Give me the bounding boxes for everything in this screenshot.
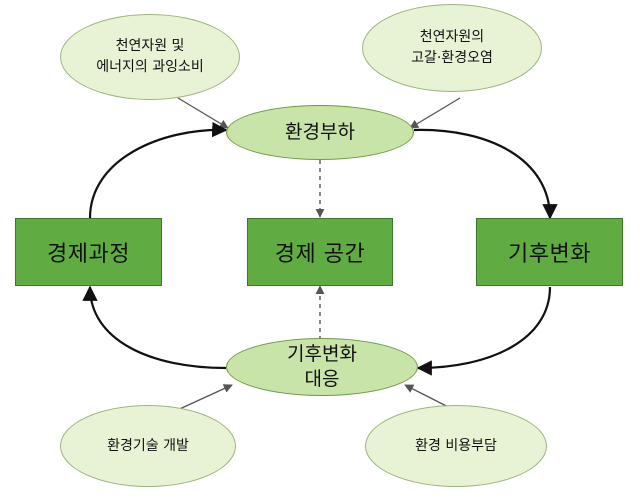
- tech-development-label: 환경기술 개발: [107, 437, 189, 454]
- cycle-arrow-response-to-economy: [82, 285, 227, 370]
- depletion-line-1: 천연자원의: [419, 29, 485, 45]
- arrow-overconsumption-to-load: [177, 97, 229, 129]
- economic-space-label: 경제 공간: [274, 242, 366, 267]
- climate-response-ellipse: 기후변화 대응: [226, 338, 418, 396]
- economic-space-box: 경제 공간: [247, 218, 393, 286]
- climate-response-line-2: 대응: [304, 368, 340, 390]
- environmental-load-label: 환경부하: [285, 121, 355, 143]
- climate-change-label: 기후변화: [508, 242, 591, 267]
- cost-burden-ellipse: 환경 비용부담: [365, 405, 547, 487]
- climate-response-line-1: 기후변화: [287, 343, 357, 365]
- economic-process-label: 경제과정: [47, 242, 130, 267]
- cycle-arrow-climate-to-response: [416, 286, 552, 376]
- depletion-line-2: 고갈·환경오염: [411, 50, 493, 66]
- economic-process-box: 경제과정: [15, 218, 162, 286]
- environmental-load-ellipse: 환경부하: [226, 105, 414, 160]
- arrow-depletion-to-load: [409, 97, 461, 129]
- tech-development-ellipse: 환경기술 개발: [60, 405, 236, 487]
- cycle-arrow-economy-to-load: [88, 121, 228, 219]
- overconsumption-line-2: 에너지의 과잉소비: [96, 59, 204, 75]
- cycle-arrow-load-to-climate: [413, 128, 558, 220]
- overconsumption-ellipse: 천연자원 및 에너지의 과잉소비: [60, 14, 240, 100]
- overconsumption-line-1: 천연자원 및: [115, 38, 185, 54]
- climate-change-box: 기후변화: [476, 218, 623, 286]
- depletion-pollution-ellipse: 천연자원의 고갈·환경오염: [362, 4, 542, 92]
- cost-burden-label: 환경 비용부담: [415, 437, 497, 454]
